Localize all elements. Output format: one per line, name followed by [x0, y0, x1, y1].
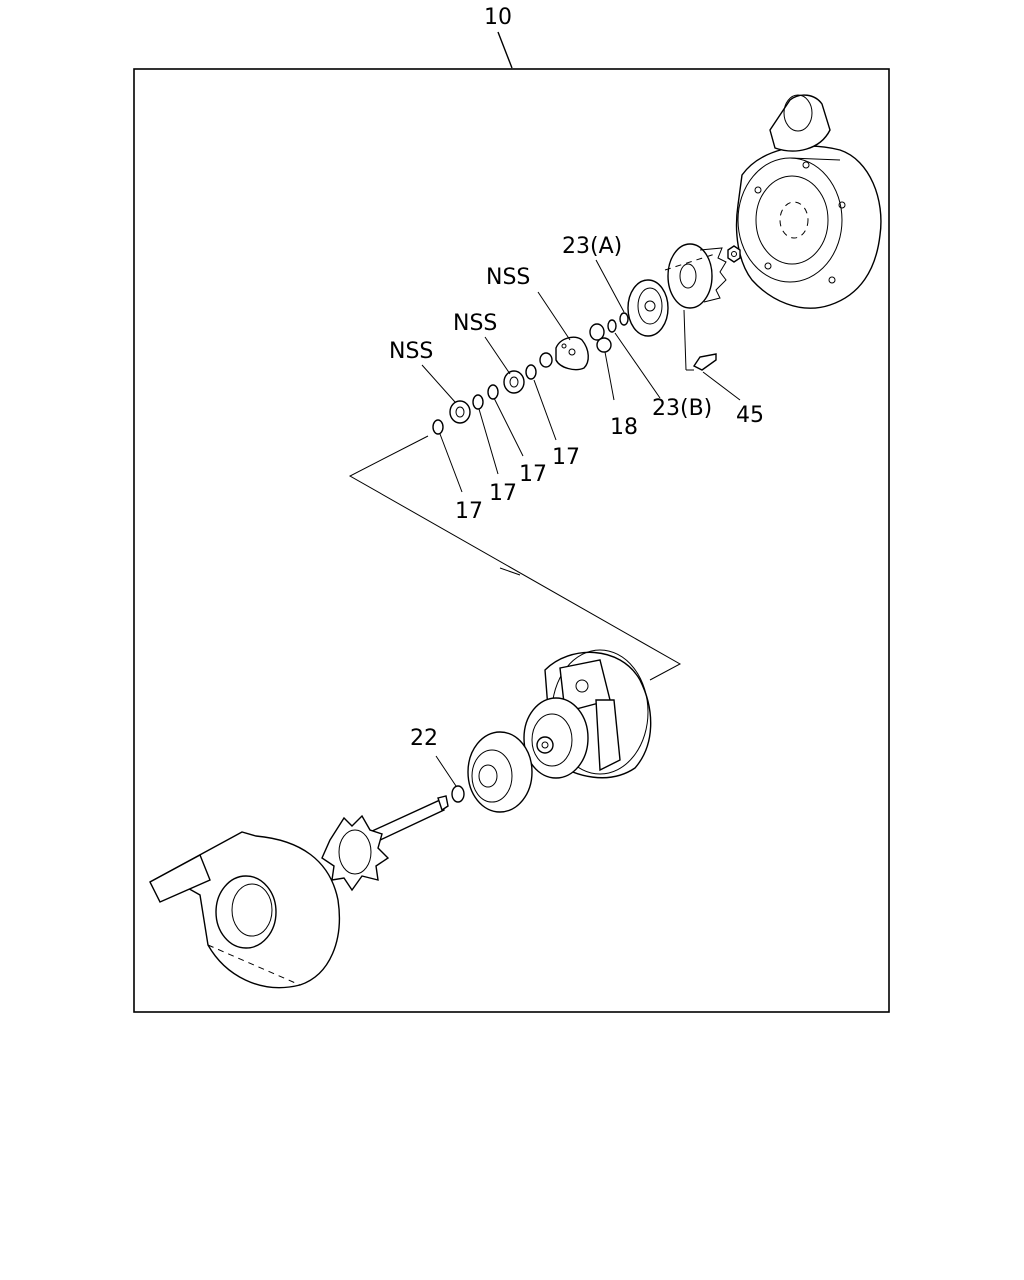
bearing-1	[449, 400, 471, 424]
part-22-piston-ring	[451, 785, 465, 803]
part-23a-ring	[619, 312, 629, 326]
label-17-b: 17	[489, 481, 517, 506]
assembly-label-10: 10	[484, 5, 512, 30]
label-nss-bearing-1: NSS	[389, 339, 433, 364]
label-23a: 23(A)	[562, 234, 622, 259]
turbine-shaft-wheel	[321, 795, 449, 892]
label-nss-thrust: NSS	[486, 265, 530, 290]
bearing-housing	[523, 649, 652, 779]
seal-plate	[627, 279, 669, 337]
snap-ring-17-b	[472, 394, 484, 410]
label-22: 22	[410, 726, 438, 751]
part-45-screw	[683, 309, 717, 371]
compressor-housing	[735, 94, 882, 309]
part-23b-ring	[607, 319, 617, 333]
snap-ring-17-c	[487, 384, 499, 400]
compressor-wheel	[664, 243, 727, 309]
label-23b: 23(B)	[652, 396, 712, 421]
label-17-a: 17	[455, 499, 483, 524]
lock-nut	[727, 245, 741, 263]
bearing-2	[503, 370, 525, 394]
snap-ring-17-a	[432, 419, 444, 435]
diagram-frame	[133, 68, 890, 1013]
label-17-c: 17	[519, 462, 547, 487]
thrust-plate	[555, 336, 589, 371]
turbine-housing	[149, 831, 341, 989]
label-nss-bearing-2: NSS	[453, 311, 497, 336]
label-18: 18	[610, 415, 638, 440]
label-45: 45	[736, 403, 764, 428]
turbine-seal-plate	[467, 731, 533, 813]
snap-ring-17-d	[525, 364, 537, 380]
label-17-d: 17	[552, 445, 580, 470]
part-18-collar	[589, 323, 612, 353]
